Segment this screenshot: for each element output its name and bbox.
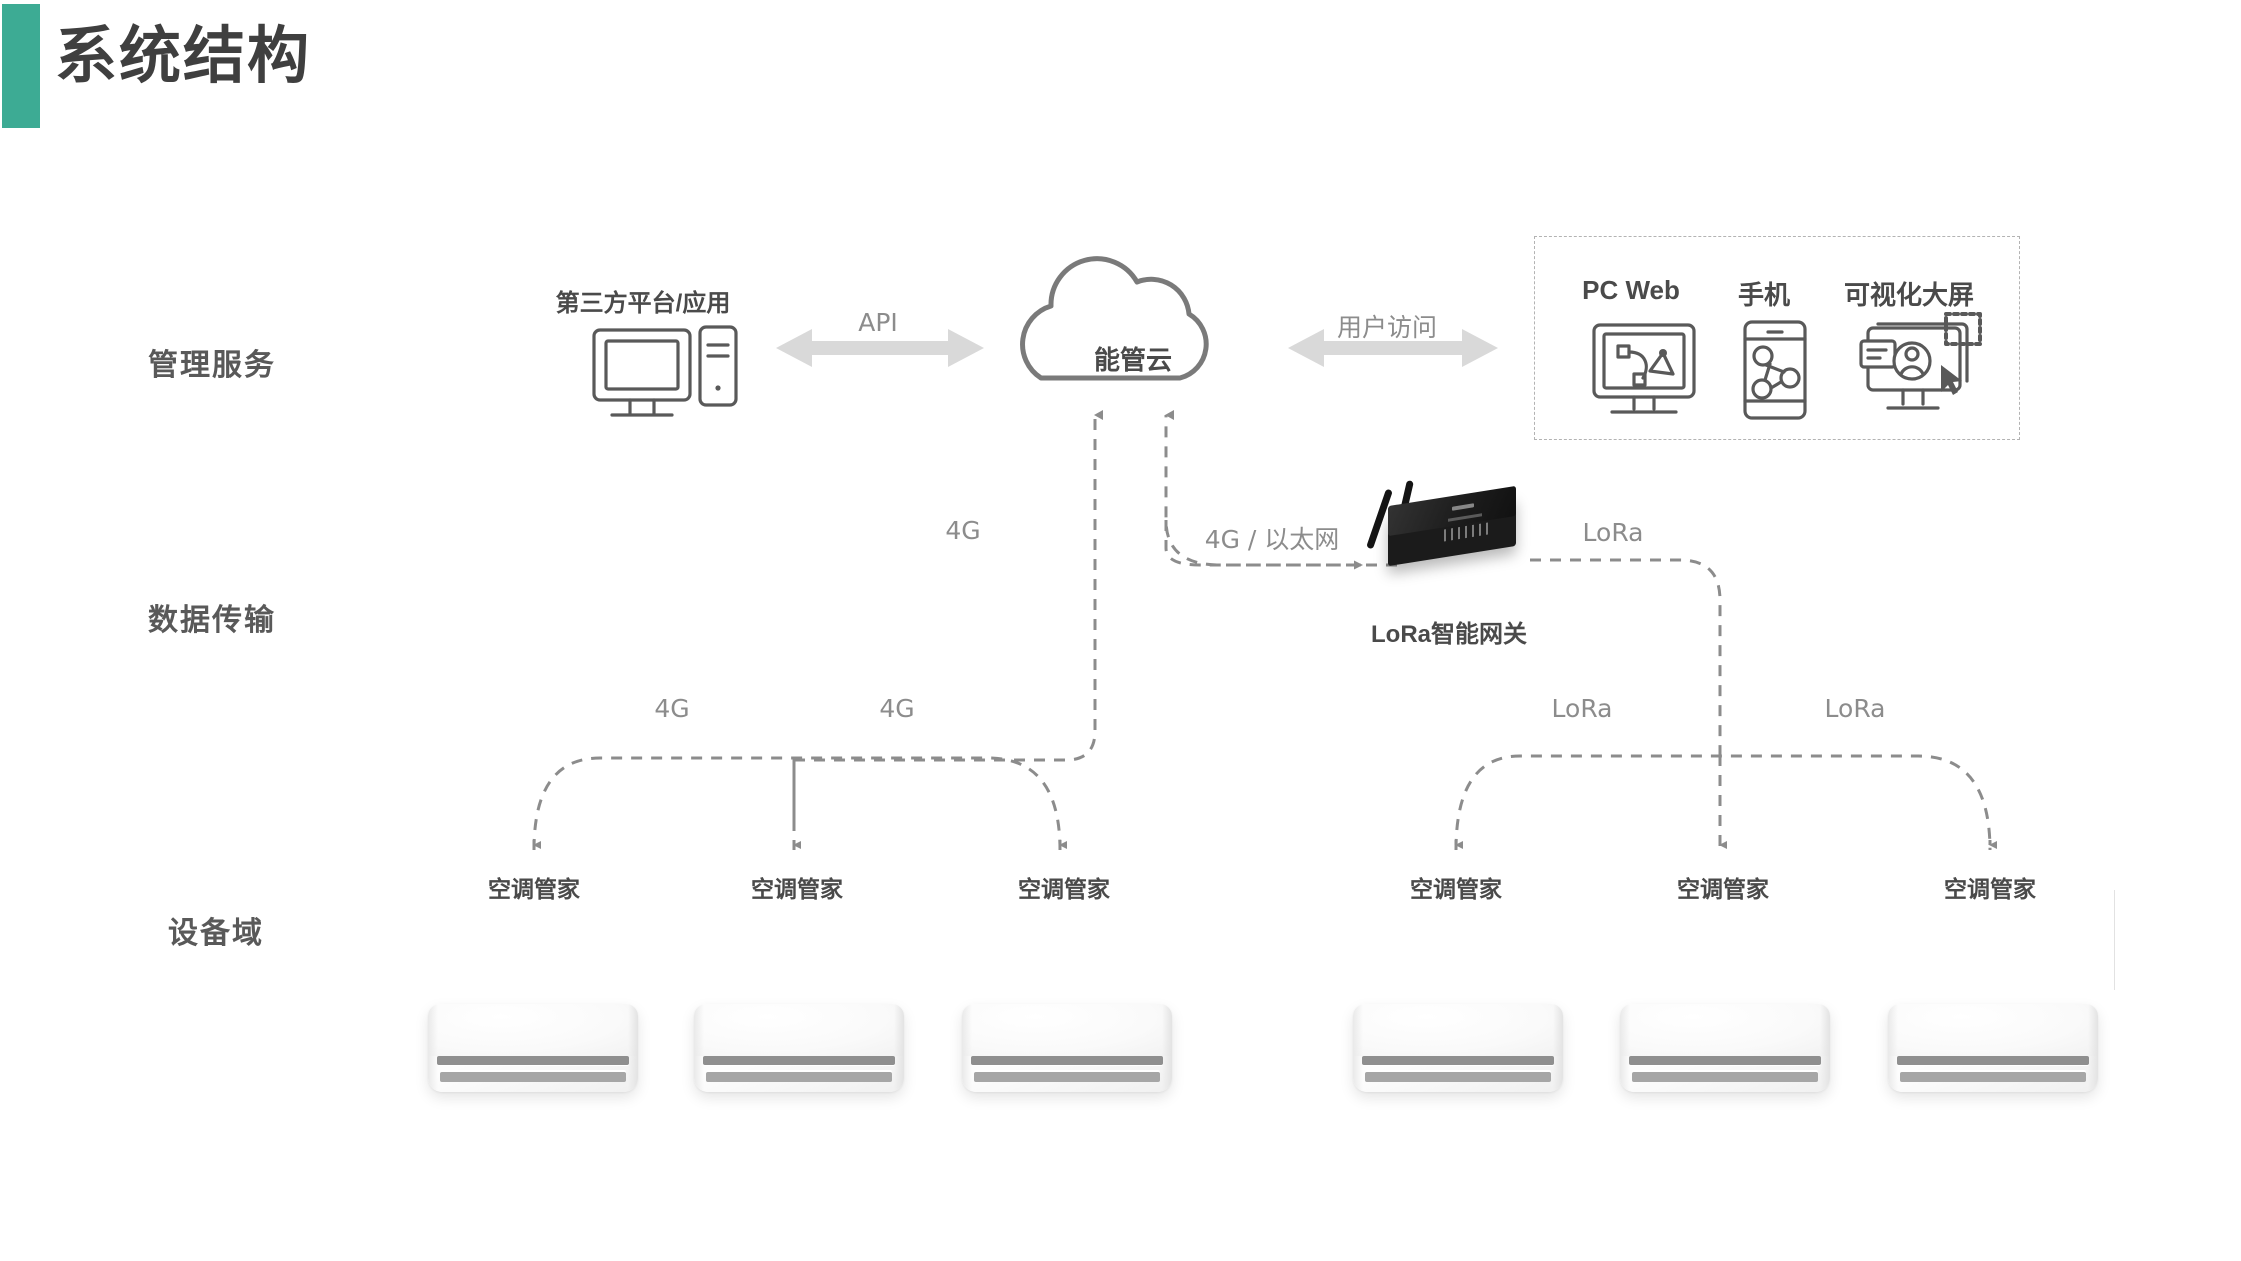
ac-right-edge	[1162, 1004, 1172, 1092]
ac-right-edge	[1820, 1004, 1830, 1092]
ac-right-edge	[2088, 1004, 2098, 1092]
gateway-label: LoRa智能网关	[1371, 621, 1527, 648]
lora-gateway-device	[1366, 478, 1520, 573]
gateway-downlink-path	[1530, 558, 1722, 755]
ac-vent-bottom	[974, 1072, 1160, 1082]
ac-left-edge	[1620, 1004, 1630, 1092]
gateway-uplink-label: 4G / 以太网	[1204, 525, 1340, 554]
client-label-pc-web[interactable]: PC Web	[1582, 275, 1680, 305]
ac-left-edge	[694, 1004, 704, 1092]
ac-left-edge	[962, 1004, 972, 1092]
device-label-1: 空调管家	[751, 876, 843, 902]
third-party-platform-title: 第三方平台/应用	[555, 290, 731, 317]
ac-vent-bottom	[1900, 1072, 2086, 1082]
ac-left-edge	[428, 1004, 438, 1092]
ac-left-edge	[1888, 1004, 1898, 1092]
cloud-label: 能管云	[1093, 345, 1173, 375]
ac-vent-top	[971, 1056, 1163, 1065]
device-label-2: 空调管家	[1018, 876, 1110, 902]
ac-vent-bottom	[440, 1072, 626, 1082]
gateway-uplink-path	[1164, 520, 1363, 570]
slide-artifact-line	[2114, 890, 2115, 990]
ac-vent-bottom	[1365, 1072, 1551, 1082]
ac-right-edge	[628, 1004, 638, 1092]
air-conditioner-5	[1888, 1004, 2098, 1092]
api-link-label: API	[858, 308, 898, 337]
phone-network-icon	[1743, 320, 1807, 420]
left-branch-tree	[532, 756, 1062, 851]
gateway-downlink-label-lora: LoRa	[1582, 518, 1644, 547]
air-conditioner-1	[694, 1004, 904, 1092]
air-conditioner-3	[1353, 1004, 1563, 1092]
ac-vent-bottom	[1632, 1072, 1818, 1082]
ac-vent-top	[1629, 1056, 1821, 1065]
ac-vent-bottom	[706, 1072, 892, 1082]
air-conditioner-0	[428, 1004, 638, 1092]
ac-vent-top	[437, 1056, 629, 1065]
left-branch-label-0: 4G	[654, 694, 690, 723]
ac-vent-top	[1897, 1056, 2089, 1065]
monitor-chart-icon	[1592, 323, 1696, 414]
device-label-4: 空调管家	[1677, 876, 1769, 902]
left-branch-label-1: 4G	[879, 694, 915, 723]
ac-vent-top	[1362, 1056, 1554, 1065]
api-double-arrow	[776, 329, 984, 367]
row-label-device-domain: 设备域	[168, 917, 264, 950]
client-label-mobile[interactable]: 手机	[1737, 280, 1791, 310]
client-label-big-screen[interactable]: 可视化大屏	[1843, 280, 1975, 310]
row-label-data-transmission: 数据传输	[148, 604, 276, 637]
dashboard-screen-icon	[1859, 312, 1982, 410]
right-branch-label-0: LoRa	[1551, 694, 1613, 723]
page-title: 系统结构	[55, 22, 312, 91]
ac-right-edge	[1553, 1004, 1563, 1092]
ac-left-edge	[1353, 1004, 1363, 1092]
left-branch-arrows	[532, 840, 1067, 849]
right-branch-label-1: LoRa	[1824, 694, 1886, 723]
right-branch-arrows	[1454, 840, 1997, 849]
ac-vent-top	[703, 1056, 895, 1065]
air-conditioner-4	[1620, 1004, 1830, 1092]
user-access-double-arrow	[1288, 329, 1498, 367]
air-conditioner-2	[962, 1004, 1172, 1092]
right-branch-tree	[1454, 754, 1992, 851]
left-uplink-label-4g: 4G	[945, 516, 981, 545]
desktop-tower-icon	[592, 325, 738, 417]
cloud-icon	[1020, 256, 1209, 381]
ac-right-edge	[894, 1004, 904, 1092]
title-accent-bar	[2, 4, 40, 128]
row-label-management-service: 管理服务	[148, 349, 276, 382]
device-label-5: 空调管家	[1944, 876, 2036, 902]
user-access-link-label: 用户访问	[1336, 313, 1438, 342]
clients-panel	[1534, 236, 2020, 440]
device-label-3: 空调管家	[1410, 876, 1502, 902]
device-label-0: 空调管家	[488, 876, 580, 902]
